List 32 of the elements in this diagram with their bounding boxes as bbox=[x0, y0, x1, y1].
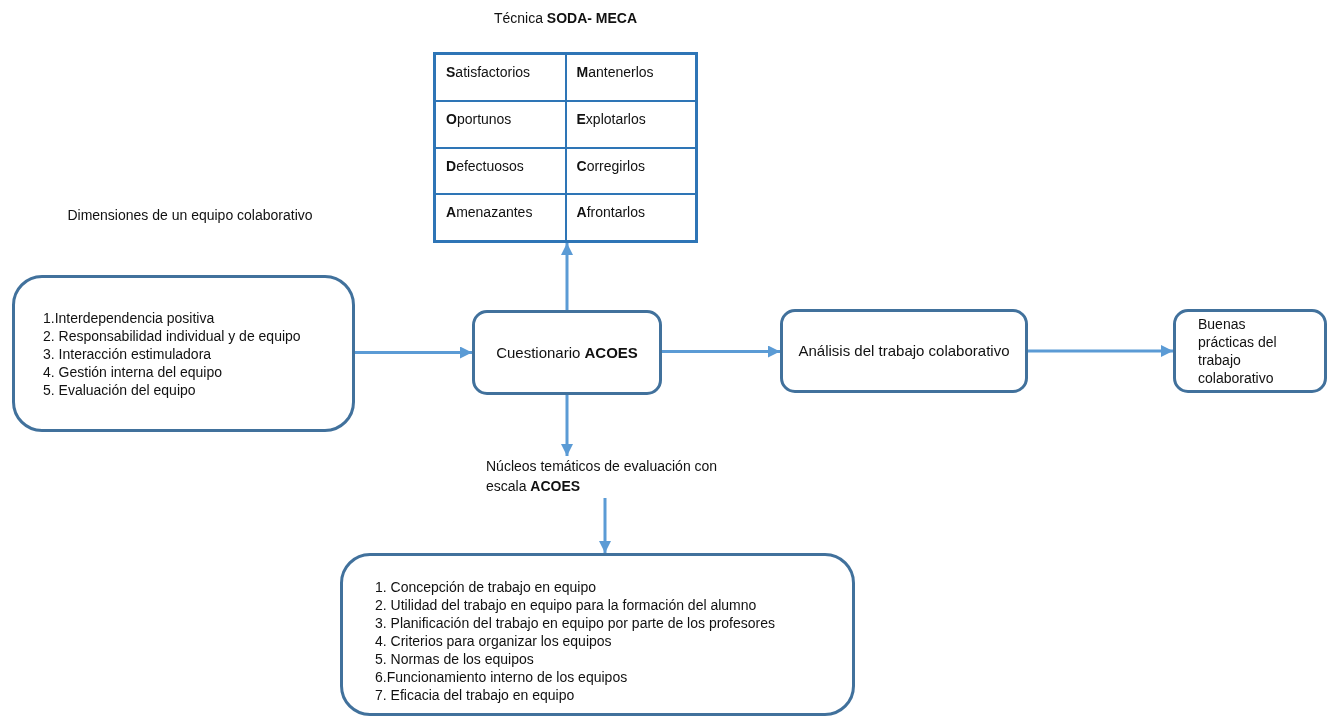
list-item: 2. Responsabilidad individual y de equipo bbox=[43, 326, 301, 345]
box-heading: Dimensiones de un equipo colaborativo bbox=[66, 206, 314, 225]
arrow bbox=[355, 346, 472, 359]
list-item: 1.Interdependencia positiva bbox=[43, 308, 215, 327]
list-item: 2. Utilidad del trabajo en equipo para la formación del alumno bbox=[375, 596, 757, 614]
table-cell: Oportunos bbox=[435, 100, 566, 148]
list-item: 4. Gestión interna del equipo bbox=[43, 362, 222, 381]
list-item: 3. Planificación del trabajo en equipo por parte de los profesores bbox=[375, 614, 776, 632]
list-item: 1. Concepción de trabajo en equipo bbox=[375, 578, 597, 596]
table-cell: Explotarlos bbox=[565, 100, 696, 148]
arrow bbox=[662, 345, 780, 358]
list-item: 3. Interacción estimuladora bbox=[43, 344, 212, 363]
text-label: Núcleos temáticos de evaluación con escala ACOES bbox=[470, 456, 740, 496]
process-box: Análisis del trabajo colaborativo bbox=[780, 309, 1028, 393]
list-item: 6.Funcionamiento interno de los equipos bbox=[375, 668, 628, 686]
arrow bbox=[561, 243, 573, 310]
list-item: 5. Evaluación del equipo bbox=[43, 380, 196, 399]
arrow bbox=[561, 395, 573, 456]
list-item: 7. Eficacia del trabajo en equipo bbox=[375, 686, 575, 704]
list-item: 5. Normas de los equipos bbox=[375, 650, 534, 668]
table-cell: Mantenerlos bbox=[565, 54, 696, 101]
table-cell: Amenazantes bbox=[435, 194, 566, 241]
arrow bbox=[599, 498, 611, 553]
table-cell: Afrontarlos bbox=[565, 194, 696, 241]
table-heading: Técnica SODA- MECA bbox=[492, 9, 639, 28]
process-box: Cuestionario ACOES bbox=[472, 310, 662, 395]
table-cell: Defectuosos bbox=[435, 147, 566, 195]
list-item: 4. Criterios para organizar los equipos bbox=[375, 632, 612, 650]
arrow bbox=[1028, 345, 1173, 357]
process-box: Buenas prácticas del trabajo colaborativo bbox=[1173, 309, 1327, 393]
table-cell: Corregirlos bbox=[565, 147, 696, 195]
table-cell: Satisfactorios bbox=[435, 54, 566, 101]
